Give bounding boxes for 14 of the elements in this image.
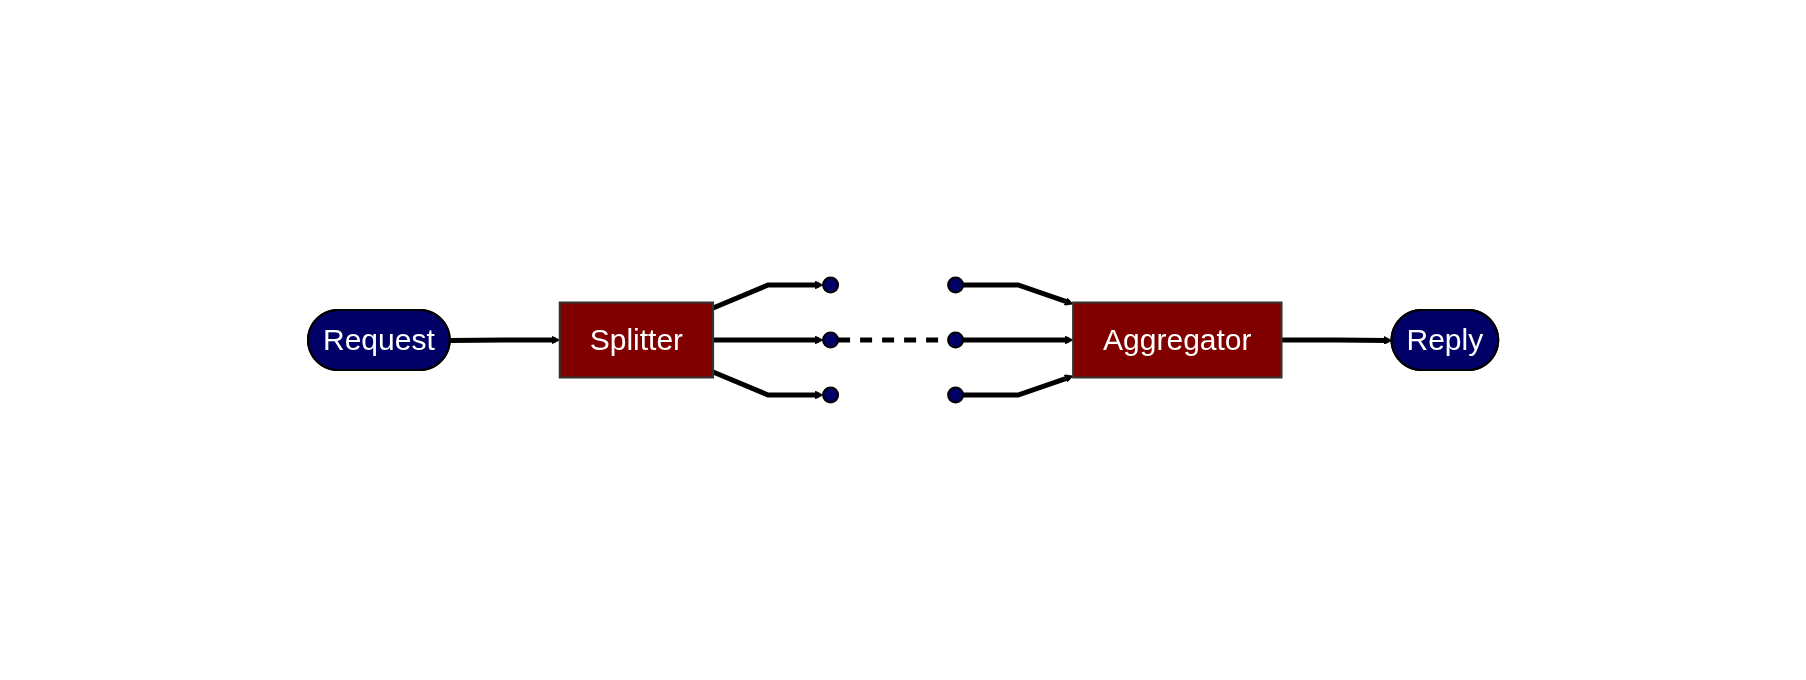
- arrow: [712, 369, 824, 400]
- node-circle: [947, 276, 964, 294]
- arrow: [963, 374, 1074, 398]
- node-circle: [822, 276, 839, 294]
- node-circle: [822, 386, 839, 404]
- node-circle: [822, 331, 839, 349]
- arrow: [712, 280, 824, 311]
- arrow: [963, 282, 1074, 306]
- node-circle: [947, 386, 964, 404]
- arrow: [713, 335, 824, 345]
- node-box: Aggregator: [1072, 301, 1283, 379]
- node-circle: [947, 331, 964, 349]
- node-box: Splitter: [558, 301, 714, 379]
- arrow: [450, 335, 560, 345]
